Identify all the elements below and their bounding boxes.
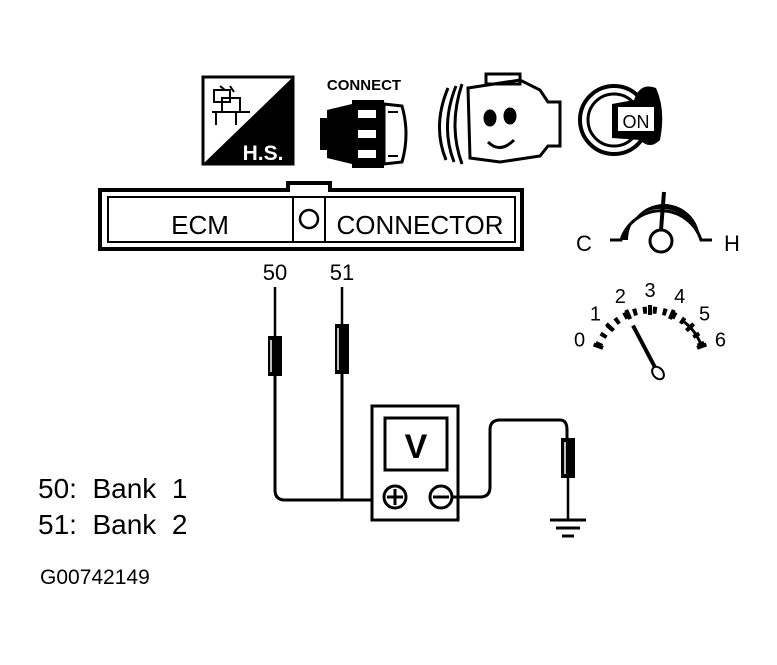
pin-label: 51 [330,260,354,285]
tach-tick [604,322,616,333]
figure-id: G00742149 [40,566,150,589]
tach-scale-arc [595,306,705,348]
tach-tick-label: 6 [715,329,726,351]
hot-soak-label: H.S. [243,142,284,165]
tach-tick [592,342,604,350]
pin-label: 50 [263,260,287,285]
legend-bank-1: 50: Bank 1 [38,473,188,504]
ignition-on-label: ON [623,112,650,132]
voltmeter-display: V [405,428,428,466]
temperature-gauge: C H [576,191,740,256]
ground-symbol-icon [550,518,586,538]
ignition-key-on-icon: ON [578,84,663,156]
tach-tick-label: 0 [574,329,585,351]
tach-needle-hub [651,365,665,381]
connect-plug-icon: CONNECT [320,77,408,168]
tach-tick [684,322,696,333]
engine-running-icon [437,72,562,165]
connector-left-label: ECM [171,210,229,240]
connector-right-label: CONNECTOR [336,210,503,240]
tach-tick-label: 2 [615,286,626,308]
tach-needle [631,324,660,374]
tach-tick-label: 3 [644,280,655,302]
probe-wire-bank-2 [335,287,349,500]
ground-lead [452,418,575,520]
negative-terminal-icon [428,484,454,510]
hot-soak-icon: H.S. [201,75,295,166]
temp-hot-label: H [724,231,740,256]
tach-tick-label: 4 [674,286,685,308]
tach-tick-label: 5 [699,304,710,326]
connect-label: CONNECT [327,77,401,94]
voltmeter: V [370,404,460,522]
tach-tick [667,309,676,320]
probe-wire-bank-1 [268,287,380,502]
tach-tick [696,342,708,350]
legend-bank-2: 51: Bank 2 [38,509,188,540]
tach-tick-label: 1 [590,304,601,326]
ecm-connector: ECM CONNECTOR [98,181,524,251]
temp-cold-label: C [576,231,592,256]
tach-tick [624,309,633,320]
positive-terminal-icon [382,484,408,510]
